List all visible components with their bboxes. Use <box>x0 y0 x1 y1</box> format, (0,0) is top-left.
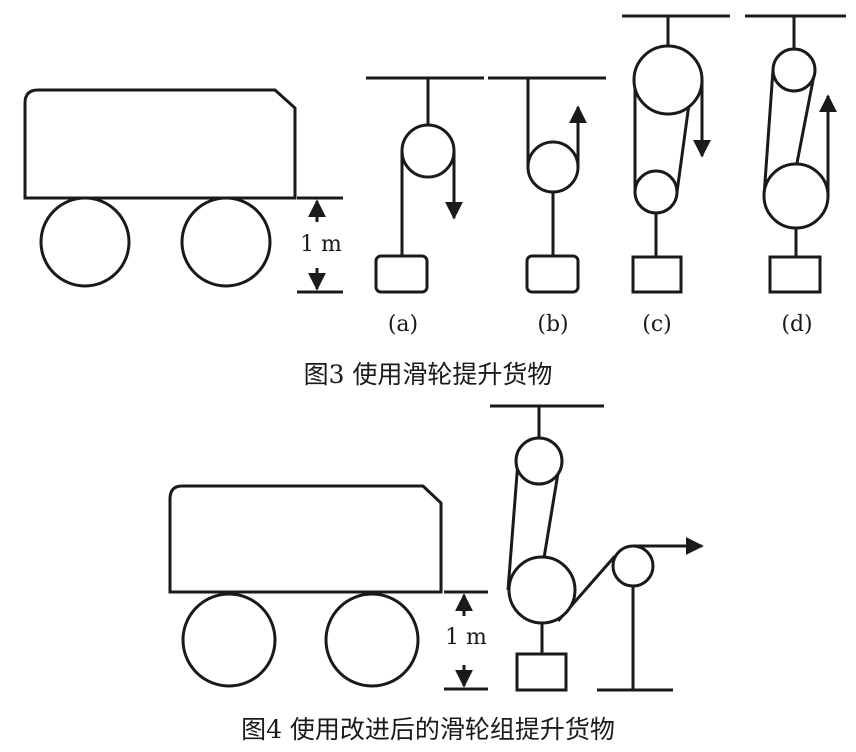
rope-4-left <box>506 460 520 591</box>
pulley-setup-a <box>366 76 484 294</box>
load-c <box>631 255 683 294</box>
label-c: (c) <box>642 312 672 337</box>
pulley-c-movable <box>633 169 679 215</box>
load-a <box>374 254 429 294</box>
truck-wheel-right <box>180 196 272 288</box>
label-b: (b) <box>537 312 568 337</box>
dimension-label: 1 m <box>445 625 487 650</box>
pulley-setup-b <box>488 76 606 294</box>
pulley-4-movable <box>507 555 577 625</box>
fig3-dimension: 1 m <box>297 196 343 294</box>
load-d <box>768 255 822 294</box>
pulley-c-fixed <box>632 44 704 116</box>
pulley-setup-c <box>622 14 730 294</box>
label-a: (a) <box>388 312 418 337</box>
fig3-caption: 图3 使用滑轮提升货物 <box>304 360 553 389</box>
fig4-dimension: 1 m <box>444 590 488 691</box>
fig4-caption: 图4 使用改进后的滑轮组提升货物 <box>241 715 615 744</box>
truck-wheel-left <box>39 196 131 288</box>
rope-d-middle <box>795 69 817 164</box>
pulley-4-fixed <box>514 436 564 486</box>
truck-wheel-right <box>324 592 420 688</box>
pulley-setup-d <box>745 14 846 294</box>
pulley-a <box>400 123 456 179</box>
pulley-b <box>526 140 580 194</box>
truck-body <box>168 484 443 594</box>
pulley-4-redirect <box>611 544 655 588</box>
label-d: (d) <box>781 312 812 337</box>
fig4-truck <box>168 484 443 688</box>
fig3-sublabels: (a) (b) (c) (d) <box>388 312 813 337</box>
truck-body <box>23 88 297 200</box>
fig3-truck <box>23 88 297 288</box>
truck-wheel-left <box>181 592 277 688</box>
dimension-label: 1 m <box>300 232 342 257</box>
load-4 <box>515 652 568 692</box>
improved-pulley-setup <box>490 404 704 692</box>
rope-c-middle <box>675 103 691 193</box>
pulley-d-fixed <box>771 47 817 93</box>
pulley-d-movable <box>762 162 830 230</box>
rope-d-left <box>762 69 775 197</box>
load-b <box>525 254 580 294</box>
